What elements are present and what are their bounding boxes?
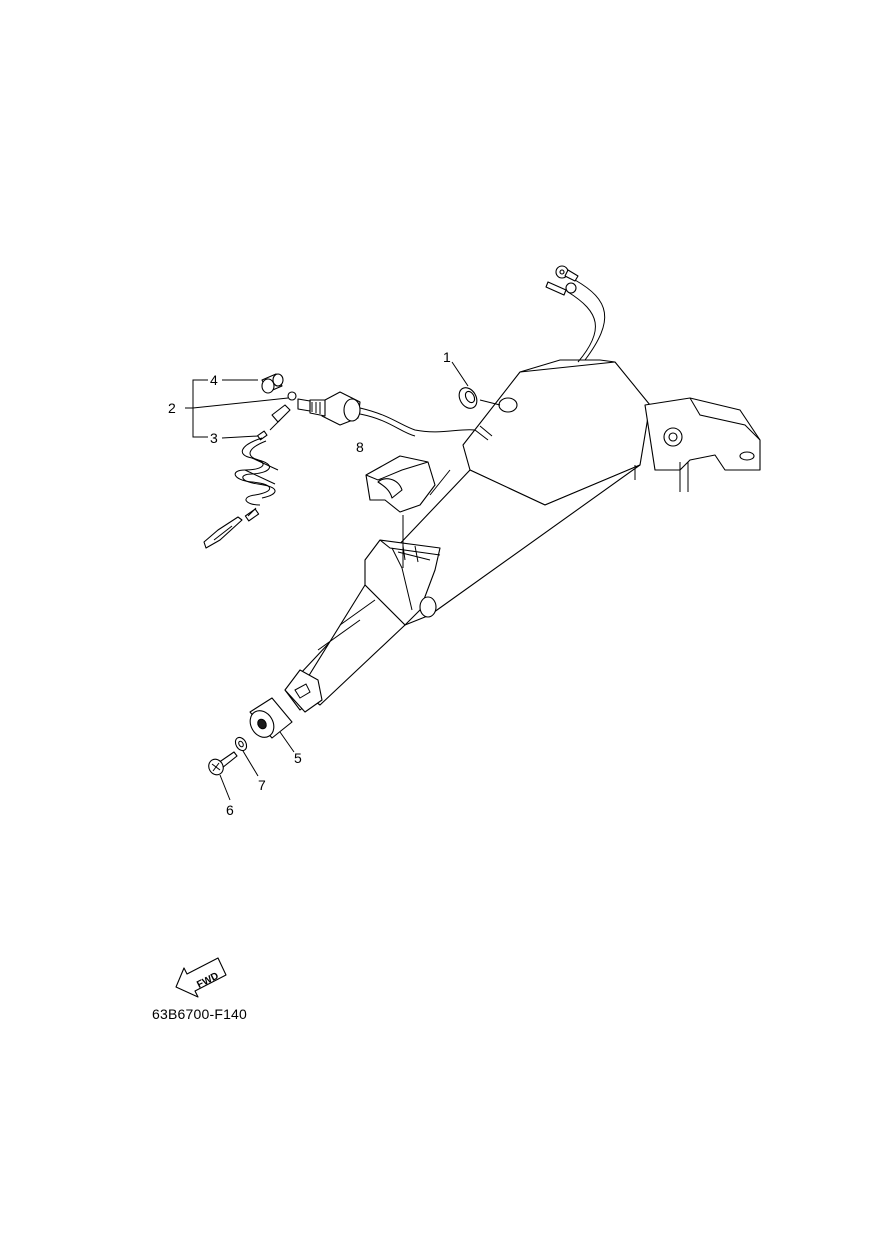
- fwd-arrow-icon: FWD: [175, 957, 227, 998]
- grip-cap-part-5: [249, 697, 295, 753]
- callout-1: 1: [443, 349, 451, 365]
- cover-part-8: [365, 455, 436, 568]
- wire-harness: [545, 265, 606, 363]
- engine-stop-switch-part-2: [287, 391, 493, 441]
- cap-part-4: [261, 373, 284, 394]
- grommet-part-1: [451, 361, 501, 409]
- callout-6: 6: [226, 802, 234, 818]
- part-code: 63B6700-F140: [152, 1006, 248, 1022]
- callout-2: 2: [168, 400, 176, 416]
- callout-bracket: [185, 379, 289, 439]
- screw-part-6: [208, 751, 238, 801]
- lanyard-part-3: [203, 404, 291, 549]
- washer-part-7: [234, 736, 259, 777]
- tiller-handle: [284, 359, 761, 713]
- callout-8: 8: [356, 439, 364, 455]
- callout-3: 3: [210, 430, 218, 446]
- callout-7: 7: [258, 777, 266, 793]
- callout-5: 5: [294, 750, 302, 766]
- callout-4: 4: [210, 372, 218, 388]
